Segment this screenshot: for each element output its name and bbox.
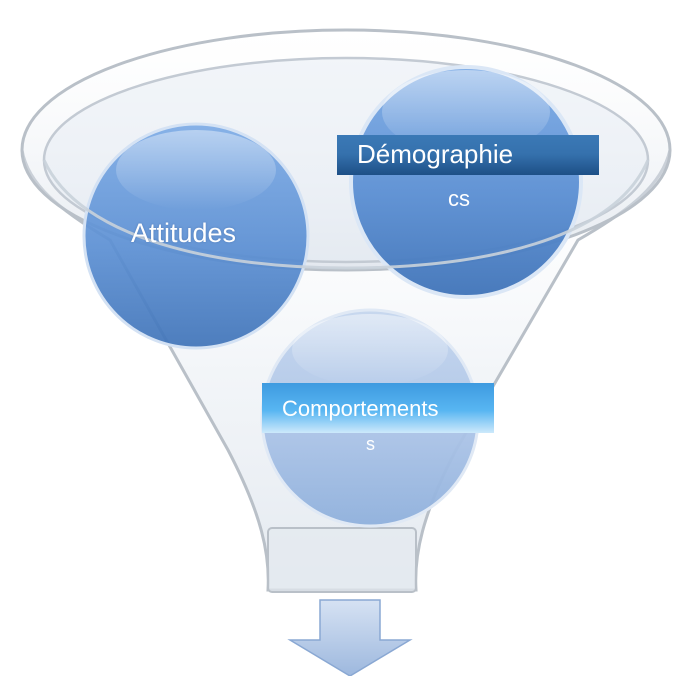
- funnel-spout: [267, 527, 417, 593]
- attitudes-label: Attitudes: [131, 218, 237, 248]
- attitudes-circle: [82, 122, 310, 350]
- demographics-label-line2: cs: [448, 186, 470, 211]
- demographics-label-line1: Démographie: [337, 135, 599, 175]
- demographics-circle: [349, 65, 583, 299]
- behaviors-label-line2: s: [366, 434, 375, 454]
- funnel-rim-front: [42, 159, 650, 270]
- down-arrow-icon: [287, 599, 413, 676]
- behaviors-label-line1: Comportements: [262, 383, 494, 433]
